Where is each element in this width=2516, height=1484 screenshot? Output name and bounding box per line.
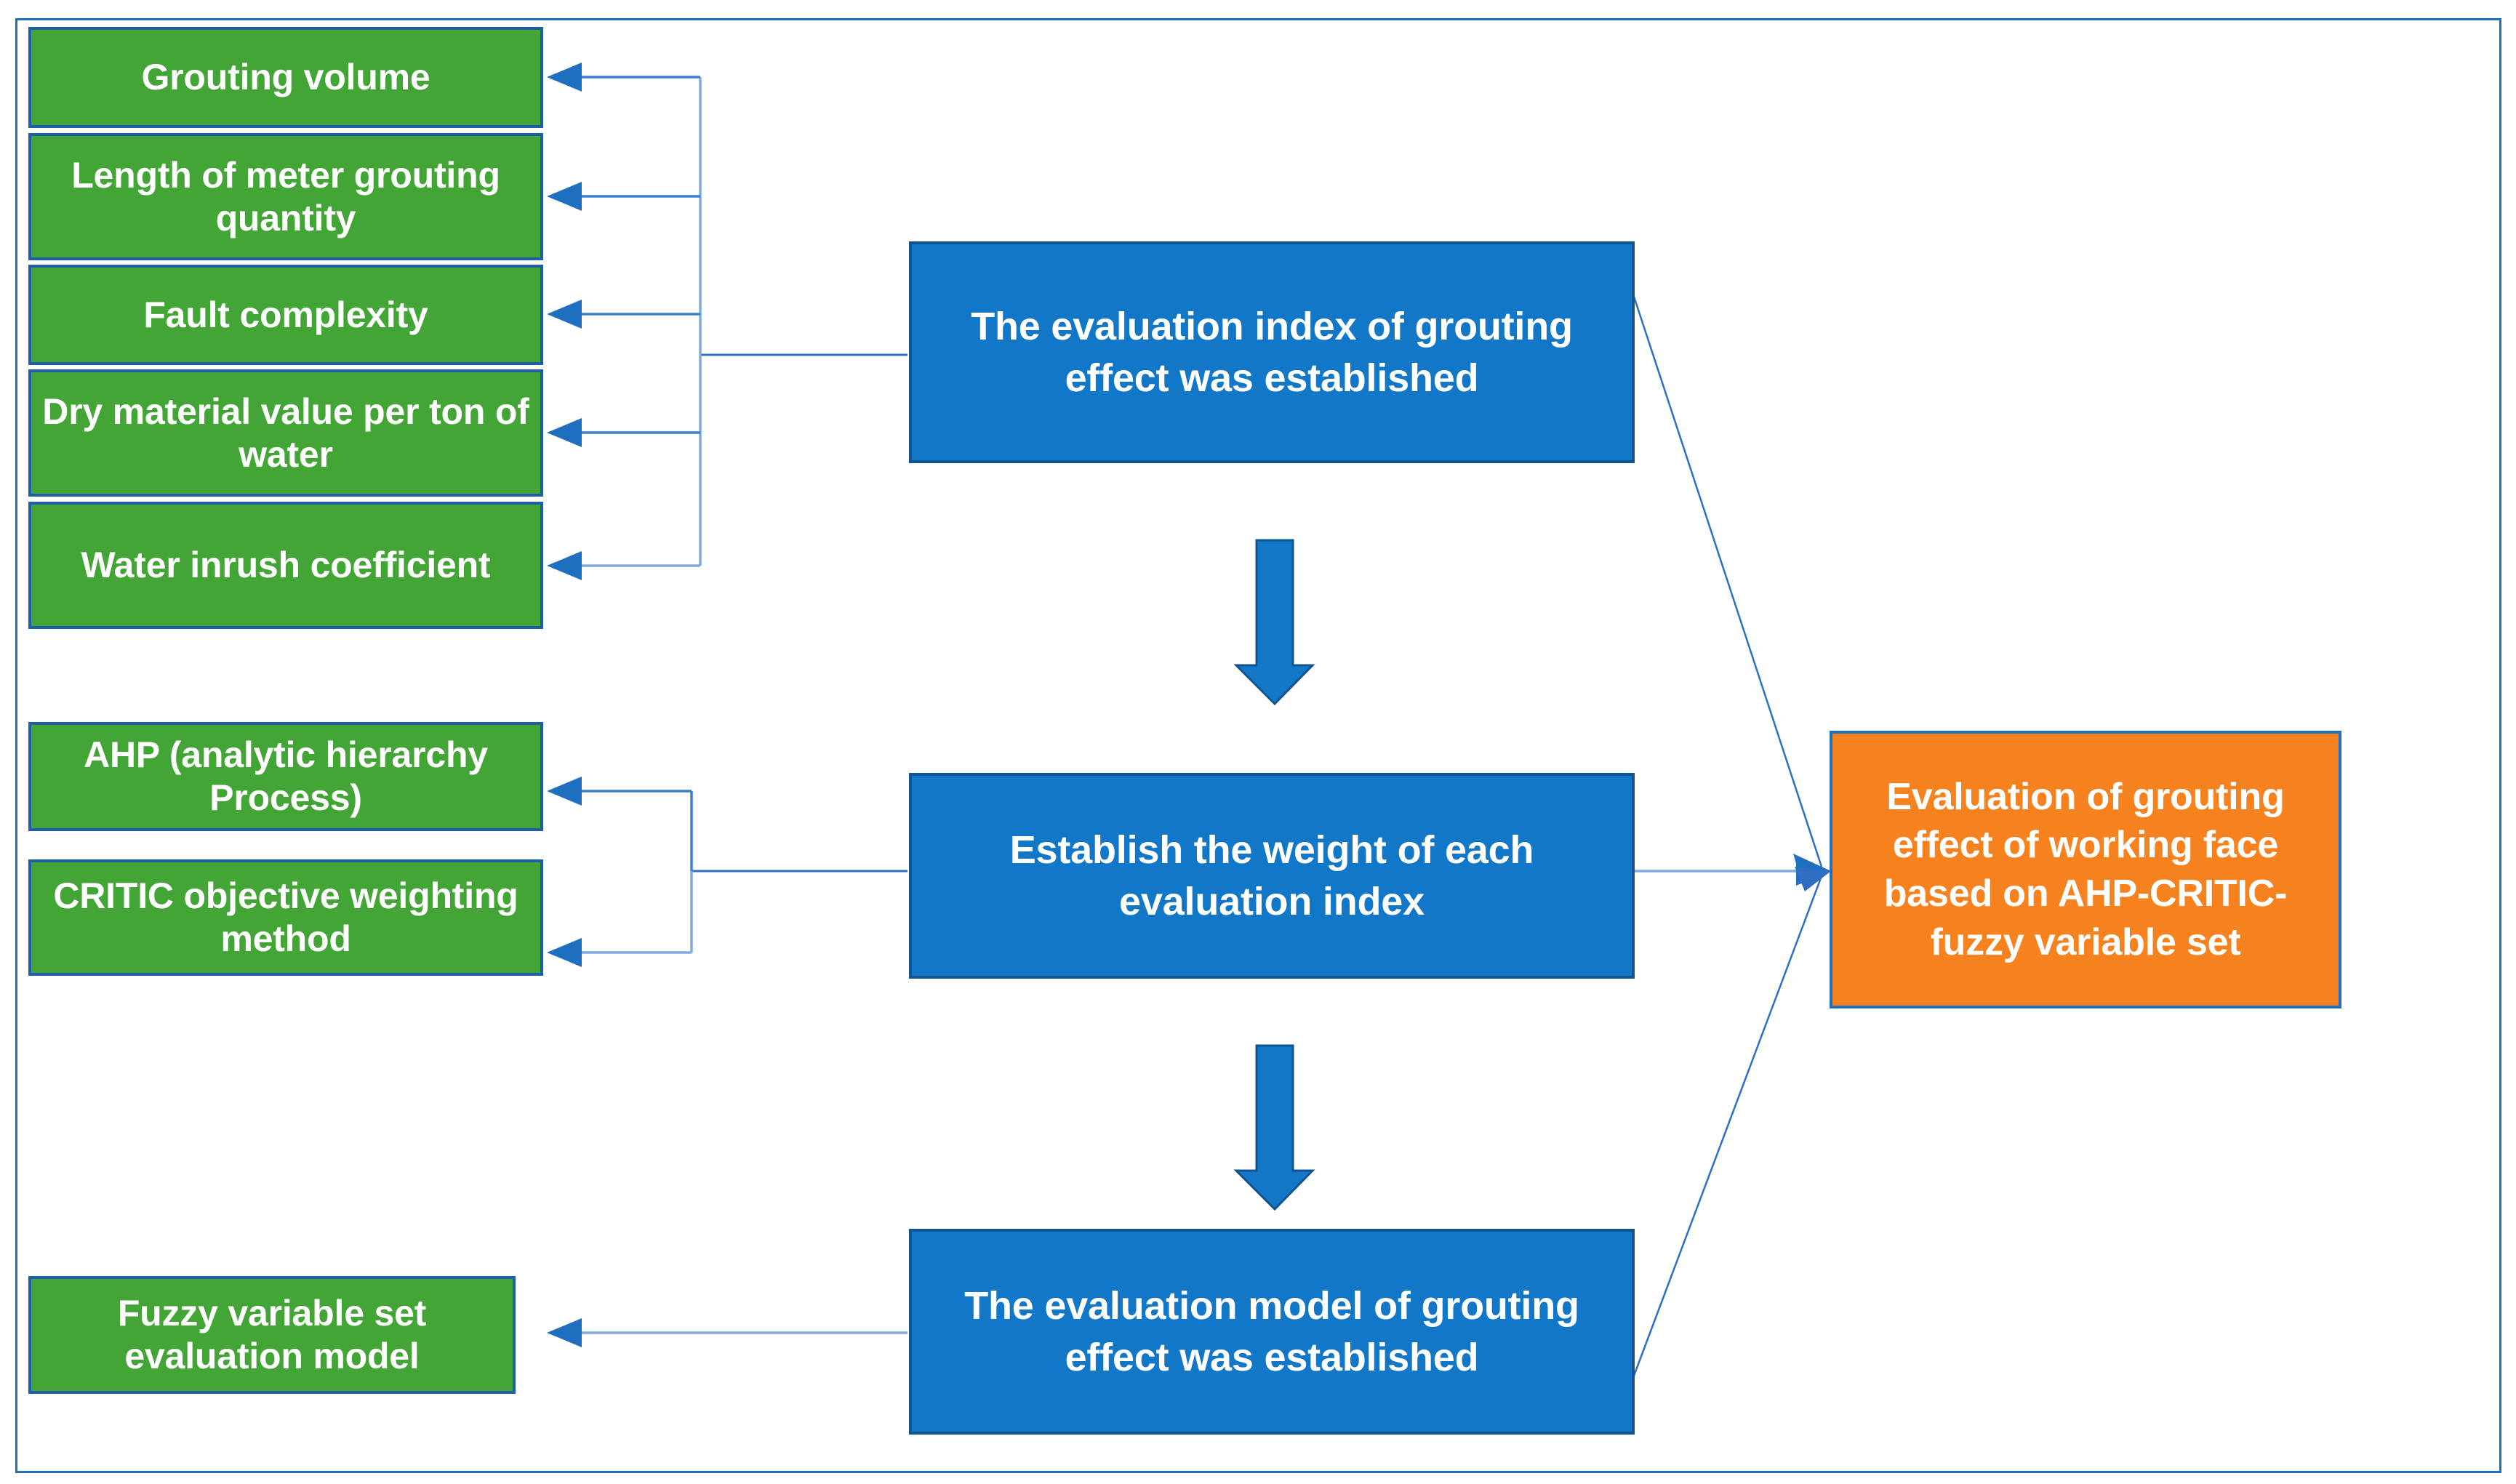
node-dry-material-value[interactable]: Dry material value per ton of water — [28, 369, 543, 497]
diagram-outer-frame — [15, 18, 2501, 1473]
node-label: AHP (analytic hierarchy Process) — [84, 734, 488, 818]
node-label: Length of meter grouting quantity — [71, 154, 500, 238]
node-stage-index[interactable]: The evaluation index of grouting effect … — [909, 241, 1635, 463]
node-label: Establish the weight of each evaluation … — [1009, 828, 1534, 923]
node-label: CRITIC objective weighting method — [53, 875, 518, 959]
node-stage-model[interactable]: The evaluation model of grouting effect … — [909, 1229, 1635, 1435]
node-result[interactable]: Evaluation of grouting effect of working… — [1830, 731, 2341, 1008]
node-critic[interactable]: CRITIC objective weighting method — [28, 859, 543, 976]
node-label: Fuzzy variable set evaluation model — [117, 1293, 427, 1376]
node-ahp[interactable]: AHP (analytic hierarchy Process) — [28, 722, 543, 831]
node-label: The evaluation index of grouting effect … — [971, 305, 1573, 400]
node-grouting-volume[interactable]: Grouting volume — [28, 27, 543, 128]
node-label: Water inrush coefficient — [81, 545, 491, 585]
node-label: Fault complexity — [143, 294, 428, 335]
node-label: The evaluation model of grouting effect … — [964, 1284, 1579, 1379]
node-meter-grouting-quantity[interactable]: Length of meter grouting quantity — [28, 133, 543, 260]
node-fault-complexity[interactable]: Fault complexity — [28, 265, 543, 365]
node-label: Evaluation of grouting effect of working… — [1883, 775, 2288, 963]
node-water-inrush-coefficient[interactable]: Water inrush coefficient — [28, 502, 543, 629]
node-fuzzy-variable-set[interactable]: Fuzzy variable set evaluation model — [28, 1276, 516, 1394]
node-stage-weight[interactable]: Establish the weight of each evaluation … — [909, 773, 1635, 979]
node-label: Grouting volume — [141, 57, 430, 97]
node-label: Dry material value per ton of water — [42, 390, 529, 475]
